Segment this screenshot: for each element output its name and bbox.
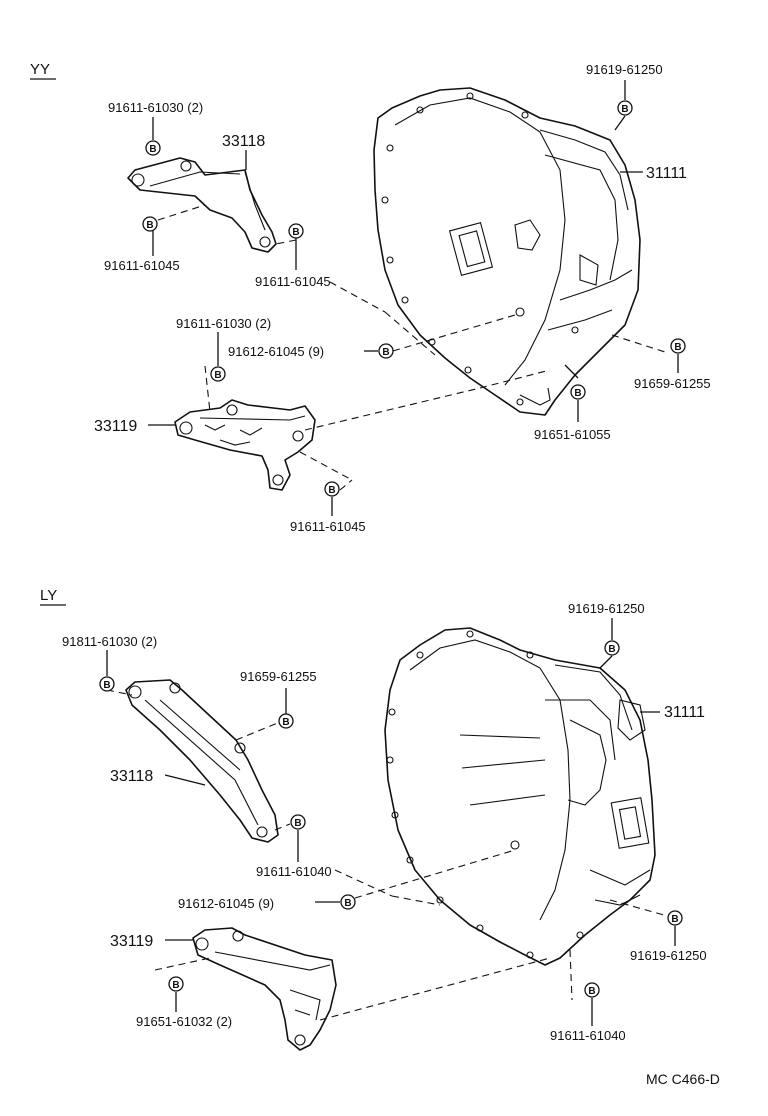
part-number-label: 91659-61255 (634, 376, 711, 391)
section-ly: LY (40, 587, 707, 1051)
bolt-symbol: B (278, 713, 294, 729)
bolt-symbol: B (670, 338, 686, 354)
clutch-housing-ly (384, 627, 656, 966)
svg-text:B: B (292, 227, 299, 238)
svg-text:B: B (674, 342, 681, 353)
svg-text:B: B (671, 914, 678, 925)
bolt-symbol: B (617, 100, 633, 116)
bolt-symbol: B (145, 140, 161, 156)
bolt-symbol: B (604, 640, 620, 656)
bracket-33119-ly (192, 927, 337, 1051)
bracket-33118-ly (125, 679, 279, 843)
bolt-symbol: B (378, 343, 394, 359)
part-number-label: 91619-61250 (586, 62, 663, 77)
part-number-label: 91611-61040 (550, 1028, 626, 1043)
part-number-label: 91619-61250 (568, 601, 645, 616)
part-number-label: 91611-61030 (2) (176, 316, 271, 331)
svg-text:B: B (172, 980, 179, 991)
part-number-label: 33119 (110, 933, 153, 950)
part-number-label: 91612-61045 (9) (178, 896, 274, 911)
bracket-33118-yy (127, 157, 277, 253)
bracket-33119-yy (174, 399, 316, 491)
part-number-label: 91612-61045 (9) (228, 344, 324, 359)
part-number-label: 33118 (222, 133, 265, 150)
bolt-symbol: B (168, 976, 184, 992)
svg-text:B: B (588, 986, 595, 997)
part-number-label: 31111 (664, 704, 705, 721)
figure-code: MC C466-D (646, 1071, 720, 1087)
part-number-label: 91659-61255 (240, 669, 317, 684)
part-number-label: 91811-61030 (2) (62, 634, 157, 649)
svg-text:B: B (608, 644, 615, 655)
part-number-label: 91619-61250 (630, 948, 707, 963)
svg-text:B: B (146, 220, 153, 231)
part-number-label: 91611-61045 (290, 519, 366, 534)
svg-text:B: B (149, 144, 156, 155)
bolt-symbol: B (142, 216, 158, 232)
part-number-label: 91611-61030 (2) (108, 100, 203, 115)
svg-text:B: B (294, 818, 301, 829)
part-number-label: 91651-61055 (534, 427, 611, 442)
part-number-label: 33118 (110, 768, 153, 785)
part-number-label: 91651-61032 (2) (136, 1014, 232, 1029)
bolt-symbol: B (584, 982, 600, 998)
section-yy: YY (30, 61, 711, 534)
part-number-label: 31111 (646, 165, 687, 182)
bolt-symbol: B (324, 481, 340, 497)
svg-text:B: B (621, 104, 628, 115)
clutch-housing-yy (373, 87, 641, 416)
part-number-label: 91611-61040 (256, 864, 332, 879)
svg-text:B: B (282, 717, 289, 728)
bolt-symbol: B (340, 894, 356, 910)
bolt-symbol: B (570, 384, 586, 400)
section-ly-title: LY (40, 587, 57, 604)
section-yy-title: YY (30, 61, 50, 78)
svg-text:B: B (344, 898, 351, 909)
svg-text:B: B (103, 680, 110, 691)
svg-text:B: B (328, 485, 335, 496)
bolt-symbol: B (667, 910, 683, 926)
part-number-label: 91611-61045 (104, 258, 180, 273)
part-number-label: 91611-61045 (255, 274, 331, 289)
svg-text:B: B (214, 370, 221, 381)
bolt-symbol: B (210, 366, 226, 382)
svg-text:B: B (382, 347, 389, 358)
bolt-symbol: B (288, 223, 304, 239)
bolt-symbol: B (290, 814, 306, 830)
part-number-label: 33119 (94, 418, 137, 435)
bolt-symbol: B (99, 676, 115, 692)
svg-text:B: B (574, 388, 581, 399)
